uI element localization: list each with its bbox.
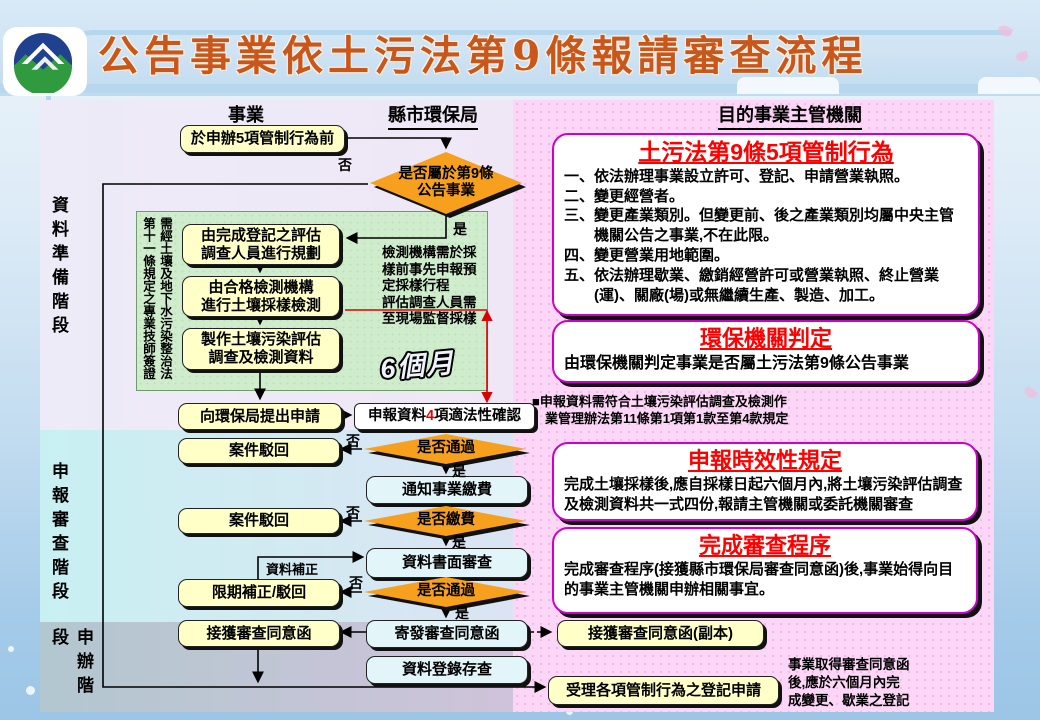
data-correction-label: 資料補正 [266,562,319,577]
sparkle-decoration [26,686,35,695]
info-box-deadline-rule: 申報時效性規定 完成土壤採樣後,應自採樣日起六個月內,將土壤污染評估調查及檢測資… [552,442,978,521]
decision-pass1-diamond: 是否通過 [360,433,532,469]
registration-deadline-note: 事業取得審查同意函 後,應於六個月內完 成變更、歇業之登記 [788,657,910,708]
banner-bottom-strip [0,84,1040,93]
info-box-complete-review: 完成審查程序 完成審查程序(接獲縣市環保局審查同意函)後,事業始得向目的事業主管… [552,527,978,614]
banner [0,0,1040,96]
case-reject-box-1: 案件駁回 [178,438,340,464]
info-box-complete-review-body: 完成審查程序(接獲縣市環保局審查同意函)後,事業始得向目的事業主管機關申辦相關事… [564,560,954,598]
petal-decoration [1022,384,1039,401]
info-box-complete-review-title: 完成審查程序 [698,533,831,558]
yes-label-2: 是 [452,463,466,479]
correct-return-box: 限期補正/駁回 [178,579,340,607]
stage-label-review: 申報審查階段 [49,462,68,606]
control-act-item: 四、變更營業用地範圍。 [564,246,730,264]
decision-fee-label: 是否繳費 [417,512,475,529]
control-act-item: 五、依法辦理歇業、繳銷經營許可或營業執照、終止營業(運)、關廠(場)或無繼續生產… [564,266,940,304]
control-act-item: 二、變更經營者。 [564,187,685,205]
step-sampling-box: 由合格檢測機構 進行土壤採樣檢測 [182,276,340,317]
epa-logo-icon [12,31,74,95]
sampling-side-note: 檢測機構需於採 樣前事先申報預 定採樣行程 評估調查人員需 至現場監督採樣 [382,245,477,326]
info-box-control-acts-title: 土污法第9條5項管制行為 [638,139,894,165]
info-box-epa-judgement: 環保機關判定 由環保機關判定事業是否屬土污法第9條公告事業 [552,320,980,383]
yes-label-4: 是 [455,605,469,621]
page-title: 公告事業依土污法第9條報請審查流程 [98,32,868,80]
certification-note: 需經土壤及地下水污染整治法 第十一條規定之專業技師簽證 [141,217,172,380]
law-compliance-note: ■申報資料需符合土壤污染評估調查及檢測作 業管理辦法第11條第1項第1款至第4款… [532,394,789,427]
stage-label-apply: 申辦階段 [49,628,93,700]
no-label-3: 否 [346,505,360,521]
info-box-epa-judgement-body: 由環保機關判定事業是否屬土污法第9條公告事業 [564,354,909,372]
stage-label-preparation: 資料準備階段 [49,196,68,340]
decision-pass1-label: 是否通過 [417,440,475,457]
decision-article9-label: 是否屬於第9條 公告事業 [398,165,494,199]
no-label-4: 否 [349,575,363,591]
control-act-item: 一、依法辦理事業設立許可、登記、申請營業執照。 [564,167,910,185]
no-label-2: 否 [346,433,360,449]
apply-epb-box: 向環保局提出申請 [178,403,342,430]
case-reject-box-2: 案件駁回 [178,508,340,534]
decision-article9-diamond: 是否屬於第9條 公告事業 [364,151,528,219]
send-consent-box: 寄發審查同意函 [366,620,528,648]
control-act-item: 三、變更產業類別。但變更前、後之產業類別均屬中央主管機關公告之事業,不在此限。 [564,207,955,245]
notify-fee-box: 通知事業繳費 [366,476,528,504]
decision-fee-diamond: 是否繳費 [360,505,532,541]
receive-consent-box: 接獲審查同意函 [178,620,340,647]
receive-copy-box: 接獲審查同意函(副本) [557,620,764,647]
record-box: 資料登錄存查 [366,656,528,684]
info-box-deadline-rule-title: 申報時效性規定 [687,448,842,473]
banner-tab-decoration [978,77,1040,94]
no-label-1: 否 [338,157,352,173]
banner-tab-decoration [737,77,839,94]
check-legality-count: 4 [425,407,435,424]
info-box-deadline-rule-body: 完成土壤採樣後,應自採樣日起六個月內,將土壤污染評估調查及檢測資料共一式四份,報… [564,475,963,513]
check-legality-pre: 申報資料 [367,407,426,424]
yes-label-3: 是 [452,534,466,550]
six-months-label: 6個月 [379,347,457,385]
column-header-authority: 目的事業主管機關 [718,101,862,130]
sparkle-decoration [8,646,14,652]
decision-pass2-diamond: 是否通過 [360,576,532,612]
decision-pass2-label: 是否通過 [417,583,475,600]
doc-review-box: 資料書面審查 [366,548,528,578]
step-report-box: 製作土壤污染評估 調查及檢測資料 [182,328,340,370]
before-control-box: 於申辦5項管制行為前 [180,125,345,153]
info-box-epa-judgement-title: 環保機關判定 [699,326,832,351]
check-legality-post: 項適法性確認 [434,407,522,424]
column-header-epa: 縣市環保局 [388,101,478,130]
accept-registration-box: 受理各項管制行為之登記申請 [548,676,779,705]
yes-label-1: 是 [453,221,467,237]
info-box-control-acts: 土污法第9條5項管制行為 一、依法辦理事業設立許可、登記、申請營業執照。 二、變… [552,133,980,316]
step-plan-box: 由完成登記之評估 調查人員進行規劃 [182,224,340,265]
